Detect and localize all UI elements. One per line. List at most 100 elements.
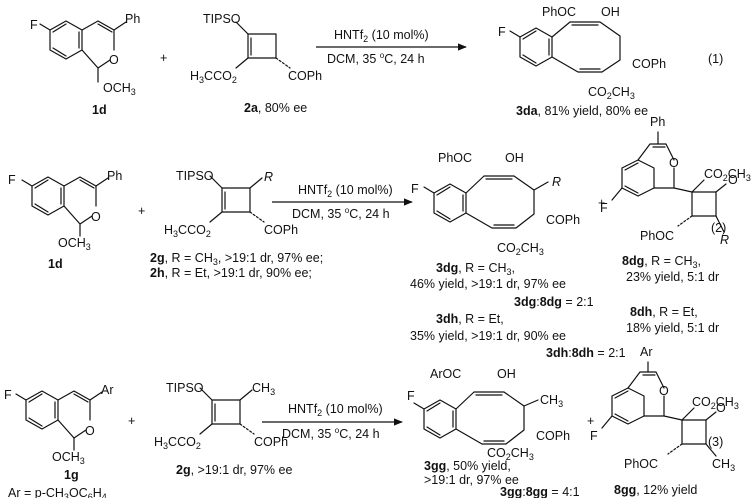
compound-caption-8gg: 8gg, 12% yield bbox=[614, 483, 697, 497]
conditions-solvent-3: DCM, 35 oC, 24 h bbox=[282, 426, 380, 441]
compound-caption-3dh: 3dh, R = Et, bbox=[436, 312, 504, 326]
conditions-solvent-2: DCM, 35 oC, 24 h bbox=[292, 206, 390, 221]
compound-caption-3gg: 3gg, 50% yield, bbox=[424, 459, 511, 473]
ph-label: Ph bbox=[107, 169, 122, 183]
structure-2g-eq3: TIPSO CH3 H3CCO2 COPh 2g, >19:1 dr, 97% … bbox=[154, 381, 292, 477]
structure-2g-2h: TIPSO R H3CCO2 COPh 2g, R = CH3, >19:1 d… bbox=[150, 169, 323, 280]
f-label: F bbox=[411, 182, 419, 196]
ester-label: CO2CH3 bbox=[588, 85, 635, 101]
ester-label: H3CCO2 bbox=[164, 223, 211, 239]
yield-3dh: 35% yield, >19:1 dr, 90% ee bbox=[410, 329, 566, 343]
tips-label: TIPSO bbox=[203, 12, 241, 26]
equation-number-3: (3) bbox=[708, 435, 723, 449]
ketone-o-label: O bbox=[716, 401, 726, 415]
ome-label: OCH3 bbox=[52, 450, 85, 466]
f-label: F bbox=[4, 388, 12, 402]
ch3-label: CH3 bbox=[540, 393, 563, 409]
cop-label: COPh bbox=[546, 213, 580, 227]
ar-label: Ar bbox=[101, 383, 114, 397]
structure-3dg-3dh: F PhOC OH R COPh CO2CH3 3dg, R = CH3, 46… bbox=[410, 151, 580, 343]
plus-sign: + bbox=[128, 414, 135, 428]
oh-label: OH bbox=[601, 5, 620, 19]
conditions-catalyst-2: HNTf2 (10 mol%) bbox=[298, 183, 393, 199]
phoc-label: PhOC bbox=[624, 457, 658, 471]
phoc-label: PhOC bbox=[640, 229, 674, 243]
ester-label: H3CCO2 bbox=[154, 435, 201, 451]
plus-sign: + bbox=[138, 204, 145, 218]
tips-label: TIPSO bbox=[176, 169, 214, 183]
f-label: F bbox=[8, 173, 16, 187]
ratio-3dh-8dh: 3dh:8dh = 2:1 bbox=[546, 346, 626, 360]
f-label: F bbox=[30, 18, 38, 32]
compound-caption-8dg: 8dg, R = CH3, bbox=[622, 254, 701, 270]
equation-number-1: (1) bbox=[708, 52, 723, 66]
ome-label: OCH3 bbox=[103, 81, 136, 97]
ratio-3gg-8gg-text: 3gg:8gg = 4:1 bbox=[500, 485, 580, 498]
ester-label: H3CCO2 bbox=[190, 69, 237, 85]
structure-3gg: F ArOC OH CH3 COPh CO2CH3 3gg, 50% yield… bbox=[407, 367, 570, 487]
compound-id-1g: 1g bbox=[64, 468, 79, 482]
compound-id-1d: 1d bbox=[48, 257, 63, 271]
structure-8gg: Ar O CO2CH3 O F PhOC CH3 8gg, 12% yield bbox=[590, 345, 739, 497]
cop-label: COPh bbox=[536, 429, 570, 443]
cop-label: COPh bbox=[254, 435, 288, 449]
o-label: O bbox=[669, 156, 679, 170]
plus-sign-2: + bbox=[587, 414, 594, 428]
equation-number-2: (2) bbox=[711, 221, 726, 235]
ch3-label: CH3 bbox=[712, 457, 735, 473]
f-label: F bbox=[407, 389, 415, 403]
f-label: F bbox=[498, 25, 506, 39]
o-label: O bbox=[91, 210, 101, 224]
compound-caption-2a: 2a, 80% ee bbox=[244, 101, 307, 115]
compound-caption-3dg: 3dg, R = CH3, bbox=[436, 261, 515, 277]
tips-label: TIPSO bbox=[166, 381, 204, 395]
reaction-3: F Ar O OCH3 1g Ar = p-CH3OC6H4 + TIPSO C… bbox=[4, 345, 739, 498]
conditions-solvent-1: DCM, 35 oC, 24 h bbox=[327, 51, 425, 66]
ar-label: Ar bbox=[640, 345, 653, 359]
plus-sign: + bbox=[160, 51, 167, 65]
o-label: O bbox=[109, 53, 119, 67]
oh-label: OH bbox=[497, 367, 516, 381]
cop-label: COPh bbox=[288, 69, 322, 83]
compound-caption-3da: 3da, 81% yield, 80% ee bbox=[516, 104, 648, 118]
ph-label: Ph bbox=[125, 12, 140, 26]
structure-1d-eq1: F Ph O OCH3 1d bbox=[30, 12, 140, 117]
aroc-label: ArOC bbox=[430, 367, 461, 381]
o-label: O bbox=[85, 424, 95, 438]
o-label: O bbox=[659, 384, 669, 398]
ph-label: Ph bbox=[650, 115, 665, 129]
cop-label: COPh bbox=[264, 223, 298, 237]
structure-1d-eq2: F Ph O OCH3 1d bbox=[8, 169, 122, 271]
oh-label: OH bbox=[505, 151, 524, 165]
conditions-catalyst-3: HNTf2 (10 mol%) bbox=[288, 402, 383, 418]
compound-caption-2g: 2g, R = CH3, >19:1 dr, 97% ee; bbox=[150, 251, 323, 267]
phoc-label: PhOC bbox=[542, 5, 576, 19]
cop-label: COPh bbox=[632, 57, 666, 71]
reaction-2: F Ph O OCH3 1d + TIPSO R H3CCO2 COPh 2g,… bbox=[8, 115, 751, 360]
ester-label: CO2CH3 bbox=[487, 446, 534, 462]
structure-1g: F Ar O OCH3 1g Ar = p-CH3OC6H4 bbox=[4, 383, 114, 498]
conditions-catalyst-1: HNTf2 (10 mol%) bbox=[334, 28, 429, 44]
co2me-label: CO2CH3 bbox=[692, 395, 739, 411]
ester-label: CO2CH3 bbox=[497, 241, 544, 257]
structure-3da: F PhOC OH COPh CO2CH3 3da, 81% yield, 80… bbox=[498, 5, 666, 118]
plus-sign-2: + bbox=[598, 196, 605, 210]
reaction-1: F Ph O OCH3 1d + TIPSO H3CCO2 COPh 2a, 8… bbox=[30, 5, 723, 118]
compound-caption-2g: 2g, >19:1 dr, 97% ee bbox=[176, 463, 292, 477]
yield-8dg: 23% yield, 5:1 dr bbox=[626, 270, 719, 284]
ome-label: OCH3 bbox=[58, 236, 91, 252]
f-label: F bbox=[600, 201, 608, 215]
r-label: R bbox=[264, 170, 273, 184]
r-label: R bbox=[552, 175, 561, 189]
ar-definition: Ar = p-CH3OC6H4 bbox=[8, 486, 107, 498]
r-label: R bbox=[720, 233, 729, 247]
yield-3dg: 46% yield, >19:1 dr, 97% ee bbox=[410, 277, 566, 291]
compound-caption-8dh: 8dh, R = Et, bbox=[630, 305, 698, 319]
structure-2a: TIPSO H3CCO2 COPh 2a, 80% ee bbox=[190, 12, 322, 115]
yield-8dh: 18% yield, 5:1 dr bbox=[626, 321, 719, 335]
ketone-o-label: O bbox=[728, 173, 738, 187]
compound-id-1d: 1d bbox=[92, 103, 107, 117]
co2me-label: CO2CH3 bbox=[704, 167, 751, 183]
ch3-label: CH3 bbox=[252, 381, 275, 397]
